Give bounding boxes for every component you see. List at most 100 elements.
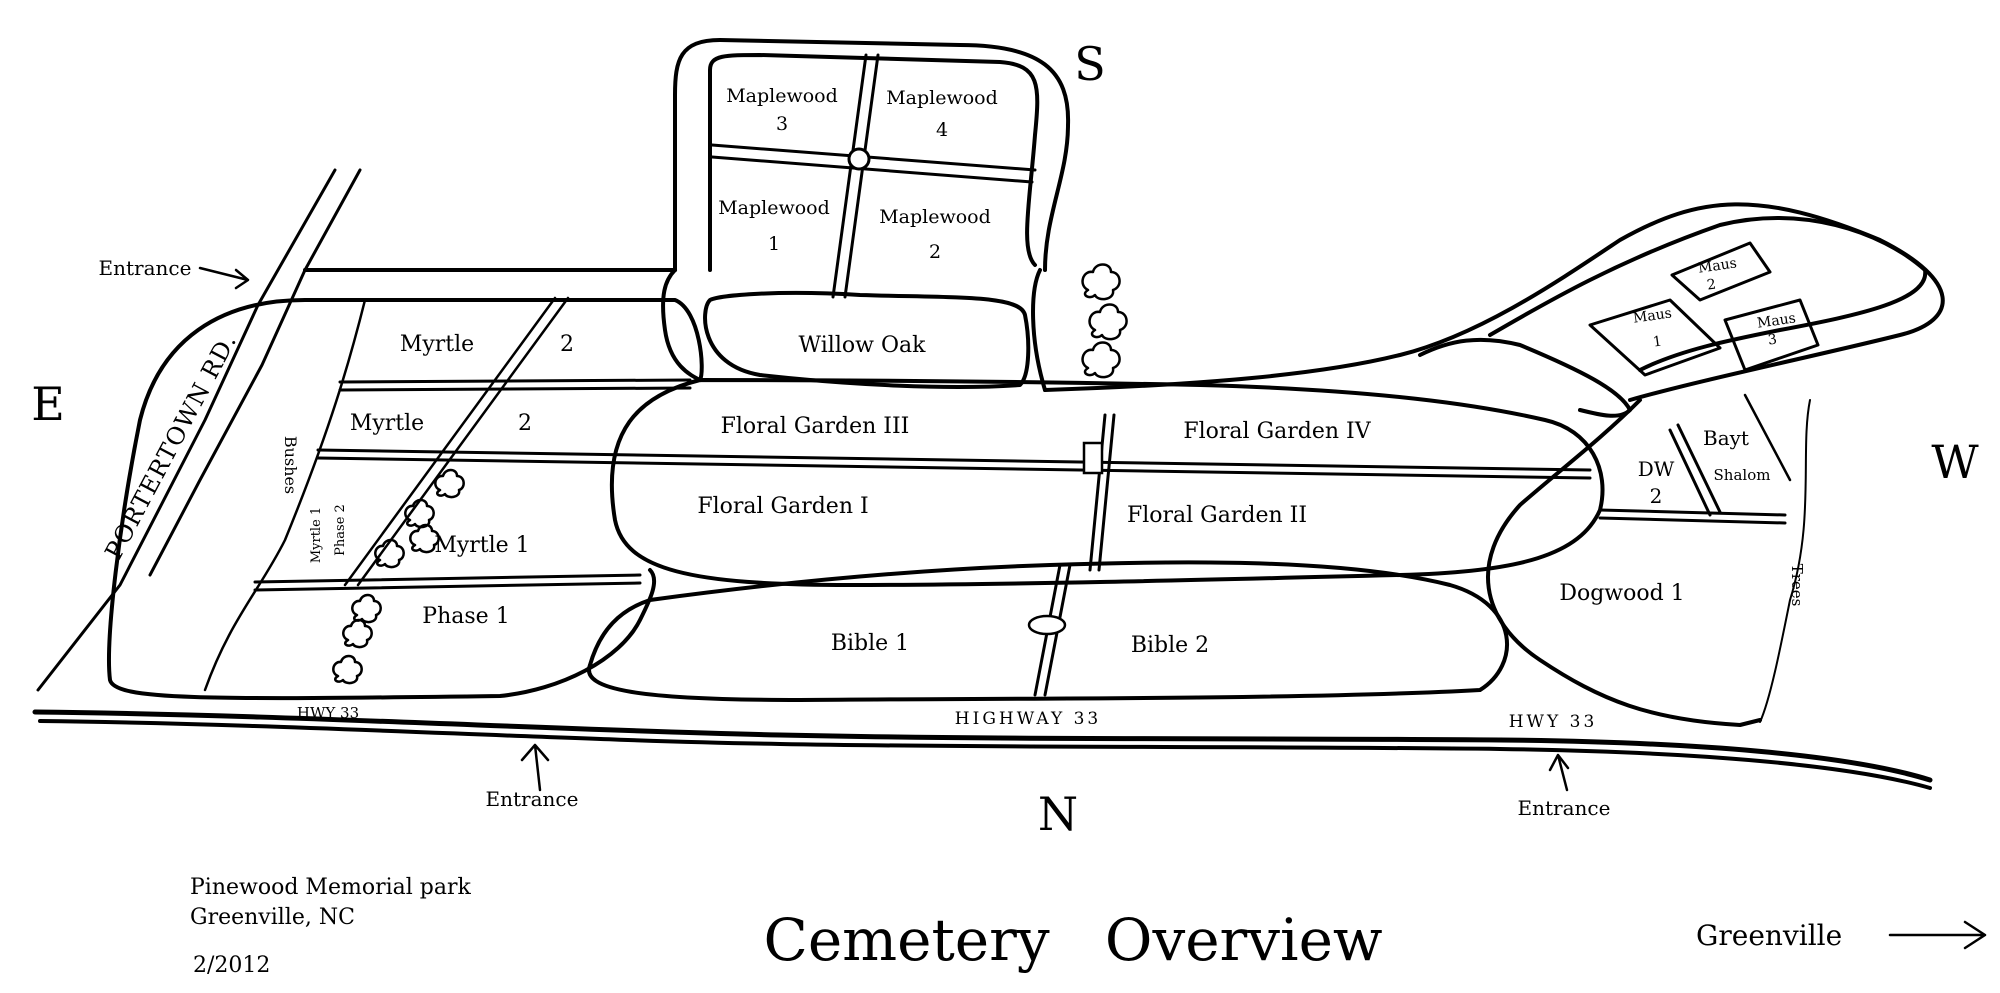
hwy33-label-center: HIGHWAY 33 bbox=[955, 709, 1101, 729]
portertown-road-west-edge bbox=[36, 168, 337, 692]
section-maplewood-1[interactable]: Maplewood bbox=[718, 197, 830, 219]
section-floral-garden-2[interactable]: Floral Garden II bbox=[1127, 503, 1307, 528]
trees-line bbox=[1759, 399, 1811, 723]
section-myrtle-2-upper-number: 2 bbox=[560, 332, 574, 357]
floral-garden-divider-1 bbox=[316, 448, 1592, 472]
maplewood-path-h1 bbox=[710, 143, 1037, 172]
east-loop-inner-north bbox=[1488, 215, 1928, 372]
section-floral-garden-4[interactable]: Floral Garden IV bbox=[1183, 419, 1371, 444]
section-myrtle-1-phase-2-sub: Phase 2 bbox=[333, 504, 348, 556]
section-willow-oak[interactable]: Willow Oak bbox=[799, 333, 927, 358]
bayt-east-edge bbox=[1743, 393, 1792, 482]
compass-west: W bbox=[1931, 435, 1979, 489]
willow-oak-west-road bbox=[661, 268, 702, 382]
greenville-arrow-icon bbox=[1888, 920, 1987, 950]
portertown-road-east-edge bbox=[148, 168, 362, 577]
footer-date: 2/2012 bbox=[193, 953, 270, 978]
section-dw-2[interactable]: DW bbox=[1638, 457, 1675, 481]
maplewood-path-h2 bbox=[710, 155, 1034, 184]
section-maplewood-3-number: 3 bbox=[776, 113, 788, 135]
myrtle-divider-1 bbox=[338, 378, 692, 384]
myrtle-phase-path-1 bbox=[343, 296, 557, 587]
tree-cluster-north bbox=[1081, 263, 1128, 379]
maplewood-path-v2 bbox=[843, 53, 880, 299]
compass-north: N bbox=[1038, 787, 1078, 841]
myrtle-divider-2 bbox=[338, 386, 692, 392]
floral-garden-block bbox=[609, 378, 1605, 587]
bayt-path-2 bbox=[1676, 423, 1722, 514]
entrance-arrow-south-left-icon bbox=[520, 743, 550, 792]
willow-oak-block bbox=[703, 290, 1031, 389]
entrance-arrow-south-right-icon bbox=[1548, 753, 1570, 792]
portertown-road-label: PORTERTOWN RD. bbox=[99, 329, 242, 564]
hwy33-label-left: HWY 33 bbox=[297, 704, 359, 722]
section-myrtle-1[interactable]: Myrtle 1 bbox=[434, 533, 529, 558]
section-myrtle-1-phase-2[interactable]: Myrtle 1 bbox=[309, 507, 324, 563]
east-loop-outer bbox=[1043, 202, 1945, 402]
entrance-label-northwest[interactable]: Entrance bbox=[99, 256, 192, 280]
maplewood-path-v1 bbox=[831, 53, 868, 299]
maus-3-block bbox=[1723, 298, 1820, 372]
dogwood-divider-2 bbox=[1598, 516, 1787, 525]
compass-east: E bbox=[31, 377, 65, 431]
section-bible-1[interactable]: Bible 1 bbox=[831, 631, 909, 656]
section-maplewood-1-number: 1 bbox=[768, 233, 780, 255]
myrtle-phase-path-2 bbox=[356, 296, 570, 587]
highway-33-north-edge bbox=[32, 709, 1933, 783]
section-maus-1[interactable]: Maus bbox=[1632, 305, 1673, 326]
section-maus-3-number: 3 bbox=[1767, 331, 1778, 348]
section-floral-garden-3[interactable]: Floral Garden III bbox=[721, 414, 910, 439]
willow-oak-east-road bbox=[1031, 268, 1047, 392]
hwy33-label-right: HWY 33 bbox=[1509, 712, 1598, 732]
section-myrtle-2-upper[interactable]: Myrtle bbox=[400, 332, 474, 357]
entrance-arrow-northwest-icon bbox=[198, 266, 250, 290]
myrtle-divider-4 bbox=[253, 581, 642, 592]
greenville-direction-label: Greenville bbox=[1696, 919, 1842, 952]
section-maplewood-3[interactable]: Maplewood bbox=[726, 85, 838, 107]
compass-south: S bbox=[1074, 37, 1106, 91]
entrance-label-south-left[interactable]: Entrance bbox=[486, 787, 579, 811]
myrtle-divider-3 bbox=[253, 573, 642, 584]
east-loop-inner-south bbox=[1418, 337, 1632, 418]
bible-marker-icon bbox=[1027, 614, 1067, 636]
maplewood-block bbox=[708, 53, 1040, 272]
highway-33-south-edge bbox=[38, 719, 1932, 790]
myrtle-north-edge bbox=[303, 298, 704, 382]
section-floral-garden-1[interactable]: Floral Garden I bbox=[697, 494, 868, 519]
section-maplewood-4-number: 4 bbox=[936, 119, 948, 141]
bushes-line bbox=[203, 298, 367, 692]
entrance-label-south-right[interactable]: Entrance bbox=[1518, 796, 1611, 820]
section-maus-2[interactable]: Maus bbox=[1697, 255, 1738, 276]
section-myrtle-2-lower-number: 2 bbox=[518, 411, 532, 436]
floral-garden-marker-icon bbox=[1082, 441, 1104, 475]
section-dogwood-1[interactable]: Dogwood 1 bbox=[1559, 581, 1684, 606]
section-myrtle-2-lower[interactable]: Myrtle bbox=[350, 411, 424, 436]
section-maus-3[interactable]: Maus bbox=[1756, 310, 1797, 331]
section-bible-2[interactable]: Bible 2 bbox=[1131, 633, 1209, 658]
section-dw-2-number: 2 bbox=[1650, 484, 1663, 508]
section-maplewood-4[interactable]: Maplewood bbox=[886, 87, 998, 109]
myrtle-area-outline bbox=[107, 298, 657, 701]
bayt-path-1 bbox=[1668, 428, 1712, 517]
feature-trees: Trees bbox=[1788, 564, 1806, 607]
section-shalom[interactable]: Shalom bbox=[1714, 466, 1771, 484]
section-maplewood-2[interactable]: Maplewood bbox=[879, 206, 991, 228]
section-phase-1[interactable]: Phase 1 bbox=[422, 604, 509, 629]
maplewood-fountain-icon bbox=[847, 147, 871, 171]
dogwood-outline bbox=[1486, 398, 1762, 727]
section-maus-2-number: 2 bbox=[1706, 276, 1717, 293]
page-title: Cemetery Overview bbox=[763, 906, 1382, 974]
floral-garden-divider-2 bbox=[316, 456, 1592, 480]
tree-cluster-myrtle bbox=[332, 468, 465, 685]
section-bayt[interactable]: Bayt bbox=[1703, 426, 1749, 450]
maus-1-block bbox=[1588, 298, 1722, 377]
footer-location: Greenville, NC bbox=[190, 905, 355, 930]
floral-garden-path-v2 bbox=[1097, 413, 1116, 572]
dogwood-divider-1 bbox=[1598, 508, 1787, 517]
maus-2-block bbox=[1670, 241, 1772, 302]
maplewood-loop-outer bbox=[673, 38, 1071, 272]
footer-park-name: Pinewood Memorial park bbox=[190, 875, 471, 900]
bible-block bbox=[586, 560, 1510, 702]
